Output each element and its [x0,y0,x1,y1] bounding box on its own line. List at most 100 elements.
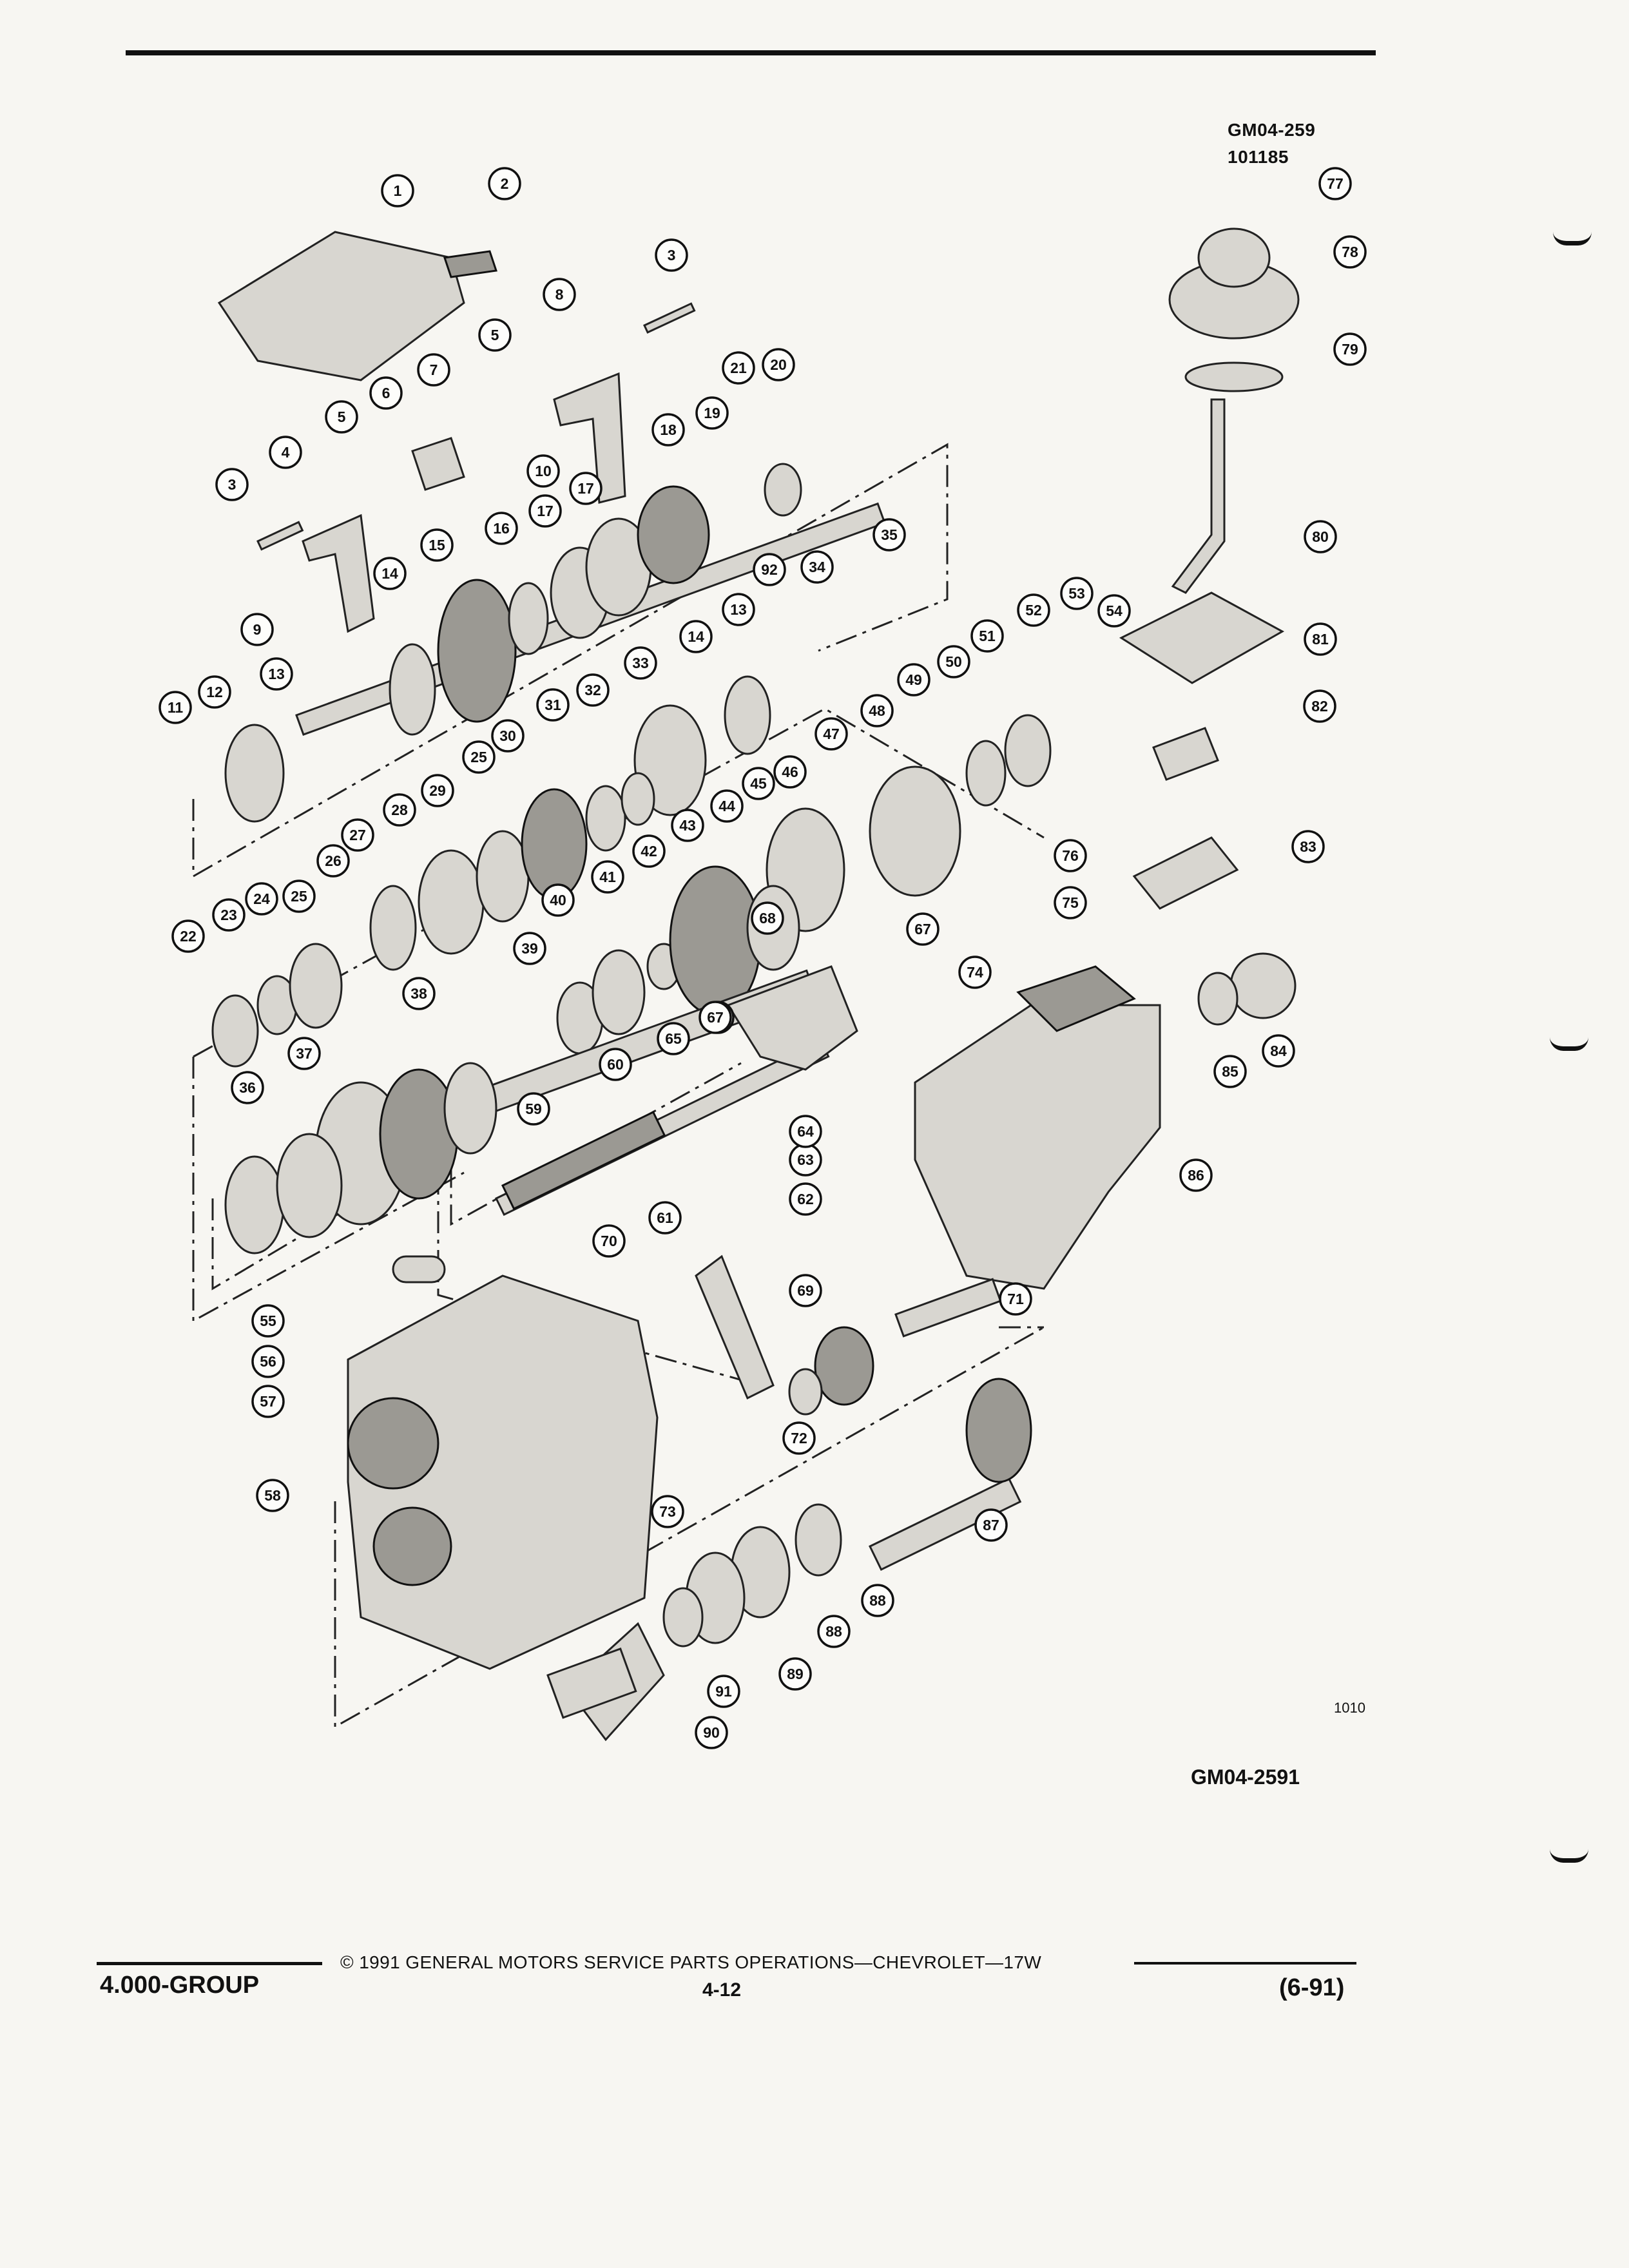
svg-text:40: 40 [550,892,566,908]
svg-text:77: 77 [1327,175,1344,192]
callout: 45 [742,767,775,800]
callout: 7 [417,353,450,387]
callout: 48 [860,694,894,727]
callout: 6 [369,376,403,410]
svg-text:59: 59 [525,1100,542,1117]
svg-text:73: 73 [659,1503,676,1520]
svg-text:63: 63 [797,1151,814,1168]
svg-text:37: 37 [296,1045,313,1062]
svg-text:43: 43 [679,817,696,834]
callout: 14 [679,620,713,653]
svg-text:11: 11 [168,699,184,716]
callout: 53 [1060,577,1094,610]
callout: 59 [517,1092,550,1126]
callout: 35 [872,518,906,552]
svg-text:13: 13 [730,601,747,618]
svg-text:25: 25 [470,749,487,765]
svg-text:41: 41 [599,869,616,885]
callout: 1 [381,174,414,207]
callout: 11 [159,691,192,724]
callout: 88 [861,1584,894,1617]
callout: 60 [599,1048,632,1081]
svg-text:70: 70 [601,1233,617,1249]
svg-text:2: 2 [501,175,509,192]
svg-text:76: 76 [1062,847,1079,864]
callout: 71 [999,1282,1032,1316]
svg-text:64: 64 [797,1123,814,1140]
svg-text:67: 67 [707,1009,724,1026]
svg-text:46: 46 [782,764,798,780]
svg-text:12: 12 [206,684,223,700]
shift-forks [256,302,696,633]
callout: 13 [722,593,755,626]
svg-text:69: 69 [797,1282,814,1299]
svg-text:54: 54 [1106,602,1123,619]
svg-text:8: 8 [555,286,564,303]
svg-text:50: 50 [945,653,962,670]
svg-text:9: 9 [253,621,262,638]
svg-text:29: 29 [429,782,446,799]
callout: 58 [256,1479,289,1512]
svg-text:1: 1 [394,182,402,199]
svg-text:84: 84 [1270,1043,1287,1059]
callout: 68 [751,901,784,935]
callout: 70 [592,1224,626,1258]
callout: 26 [316,844,350,878]
svg-text:87: 87 [983,1517,999,1533]
svg-text:36: 36 [239,1079,256,1096]
callout: 75 [1054,886,1087,919]
svg-text:33: 33 [632,655,649,671]
svg-text:85: 85 [1222,1063,1239,1080]
callout: 85 [1213,1055,1247,1088]
callout: 24 [245,882,278,916]
svg-text:28: 28 [391,802,408,818]
callout: 47 [815,717,848,751]
svg-text:6: 6 [382,385,390,401]
callout: 28 [383,793,416,827]
drawing-number: 101185 [1228,147,1289,167]
svg-text:30: 30 [499,727,516,744]
svg-text:57: 57 [260,1393,276,1410]
svg-text:23: 23 [220,907,237,923]
callout: 9 [240,613,274,646]
callout: 81 [1304,622,1337,656]
drawing-code: GM04-259 [1228,120,1316,140]
second-row-gears [369,714,1052,971]
revision-date: (6-91) [1279,1974,1345,2001]
callout: 64 [789,1115,822,1148]
svg-text:52: 52 [1025,602,1042,619]
svg-text:55: 55 [260,1312,276,1329]
callout: 8 [543,278,576,311]
callout: 82 [1303,689,1336,723]
callout: 50 [937,645,970,678]
svg-text:90: 90 [703,1724,720,1741]
svg-text:60: 60 [607,1056,624,1073]
input-shaft-assembly [546,1278,1032,1742]
callout: 62 [789,1182,822,1216]
svg-text:19: 19 [704,405,720,421]
callout: 73 [651,1495,684,1528]
callout: 30 [491,719,525,753]
callout: 76 [1054,839,1087,872]
svg-text:3: 3 [228,476,236,493]
callout: 43 [671,809,704,842]
callout: 91 [707,1675,740,1708]
callout: 42 [632,834,666,868]
third-row-parts [211,865,800,1068]
callout: 5 [478,318,512,352]
shift-cover [217,231,497,381]
callout: 52 [1017,593,1050,627]
callout: 5 [325,400,358,434]
callout: 51 [970,619,1004,653]
svg-text:20: 20 [770,356,787,373]
callout: 4 [269,436,302,469]
callout: 90 [695,1716,728,1749]
svg-text:31: 31 [545,697,561,713]
svg-text:71: 71 [1007,1291,1024,1307]
callout: 32 [576,673,610,707]
callout: 27 [341,818,374,852]
svg-text:7: 7 [430,361,438,378]
svg-text:82: 82 [1311,698,1328,715]
svg-text:13: 13 [268,666,285,682]
transmission-case [347,1255,659,1670]
